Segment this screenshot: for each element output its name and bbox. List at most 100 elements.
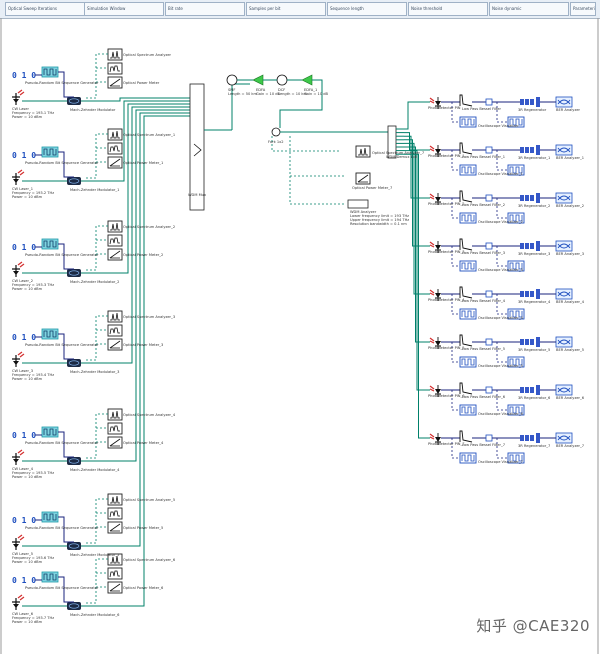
cw-laser-icon[interactable] [12,449,25,465]
optical-spectrum-analyzer-icon[interactable] [107,408,123,421]
cw-laser-icon[interactable] [12,351,25,367]
ber-analyzer-icon[interactable] [555,96,573,108]
optical-time-domain-visualizer-icon[interactable] [107,507,123,520]
low-pass-filter-icon[interactable] [459,142,473,155]
oscilloscope-icon[interactable] [459,404,477,416]
wdm-demux-block[interactable] [387,125,397,159]
optical-power-meter-icon[interactable] [107,76,123,89]
oscilloscope-icon[interactable] [459,452,477,464]
cw-laser-icon[interactable] [12,89,25,105]
oscilloscope-icon[interactable] [459,260,477,272]
low-pass-filter-icon[interactable] [459,286,473,299]
regenerator-input[interactable] [485,338,493,346]
nrz-pulse-generator-icon[interactable] [41,426,59,438]
optical-power-meter-icon[interactable] [107,521,123,534]
photodetector-icon[interactable] [429,145,441,157]
prbs-generator-icon[interactable]: 0 1 0 [12,576,36,585]
oscilloscope-icon[interactable] [507,212,525,224]
regenerator-input[interactable] [485,146,493,154]
optical-time-domain-visualizer-icon[interactable] [107,234,123,247]
prbs-generator-icon[interactable]: 0 1 0 [12,431,36,440]
nrz-pulse-generator-icon[interactable] [41,571,59,583]
ber-analyzer-icon[interactable] [555,288,573,300]
regenerator-input[interactable] [485,98,493,106]
edfa-icon[interactable] [301,74,313,86]
oscilloscope-icon[interactable] [507,116,525,128]
photodetector-icon[interactable] [429,289,441,301]
power-splitter-icon[interactable] [271,127,281,137]
optical-time-domain-visualizer-icon[interactable] [107,324,123,337]
cw-laser-icon[interactable] [12,594,25,610]
3r-regenerator-icon[interactable] [520,241,540,251]
3r-regenerator-icon[interactable] [520,433,540,443]
mach-zehnder-modulator-icon[interactable] [67,359,81,367]
oscilloscope-icon[interactable] [507,356,525,368]
edfa-icon[interactable] [252,74,264,86]
low-pass-filter-icon[interactable] [459,334,473,347]
toolbar-cell[interactable]: Samples per bit [246,2,326,16]
ber-analyzer-icon[interactable] [555,240,573,252]
oscilloscope-icon[interactable] [459,164,477,176]
regenerator-input[interactable] [485,290,493,298]
optical-time-domain-visualizer-icon[interactable] [107,62,123,75]
optical-time-domain-visualizer-icon[interactable] [107,567,123,580]
oscilloscope-icon[interactable] [459,116,477,128]
cw-laser-icon[interactable] [12,534,25,550]
toolbar-cell[interactable]: Noise dynamic [489,2,569,16]
3r-regenerator-icon[interactable] [520,193,540,203]
optical-power-meter-icon[interactable] [107,436,123,449]
optical-power-meter-icon[interactable] [107,581,123,594]
ber-analyzer-icon[interactable] [555,192,573,204]
3r-regenerator-icon[interactable] [520,145,540,155]
oscilloscope-icon[interactable] [507,308,525,320]
mach-zehnder-modulator-icon[interactable] [67,602,81,610]
optical-time-domain-visualizer-icon[interactable] [107,422,123,435]
prbs-generator-icon[interactable]: 0 1 0 [12,151,36,160]
3r-regenerator-icon[interactable] [520,289,540,299]
optical-power-meter-icon[interactable] [355,172,371,185]
nrz-pulse-generator-icon[interactable] [41,511,59,523]
mach-zehnder-modulator-icon[interactable] [67,177,81,185]
optical-power-meter-icon[interactable] [107,338,123,351]
oscilloscope-icon[interactable] [459,308,477,320]
optical-power-meter-icon[interactable] [107,248,123,261]
wdm-mux-block[interactable] [189,83,205,211]
cw-laser-icon[interactable] [12,261,25,277]
low-pass-filter-icon[interactable] [459,94,473,107]
prbs-generator-icon[interactable]: 0 1 0 [12,516,36,525]
photodetector-icon[interactable] [429,97,441,109]
optical-time-domain-visualizer-icon[interactable] [107,142,123,155]
nrz-pulse-generator-icon[interactable] [41,66,59,78]
low-pass-filter-icon[interactable] [459,430,473,443]
fiber-spool-icon[interactable] [226,74,238,86]
optical-spectrum-analyzer-icon[interactable] [107,48,123,61]
3r-regenerator-icon[interactable] [520,97,540,107]
ber-analyzer-icon[interactable] [555,144,573,156]
ber-analyzer-icon[interactable] [555,384,573,396]
nrz-pulse-generator-icon[interactable] [41,238,59,250]
oscilloscope-icon[interactable] [459,356,477,368]
optical-spectrum-analyzer-icon[interactable] [107,220,123,233]
oscilloscope-icon[interactable] [507,164,525,176]
regenerator-input[interactable] [485,434,493,442]
toolbar-cell[interactable]: Optical Sweep Iterations [5,2,85,16]
cw-laser-icon[interactable] [12,169,25,185]
photodetector-icon[interactable] [429,337,441,349]
oscilloscope-icon[interactable] [507,404,525,416]
3r-regenerator-icon[interactable] [520,385,540,395]
regenerator-input[interactable] [485,386,493,394]
photodetector-icon[interactable] [429,193,441,205]
toolbar-cell[interactable]: Sequence length [327,2,407,16]
ber-analyzer-icon[interactable] [555,432,573,444]
optical-spectrum-analyzer-icon[interactable] [107,128,123,141]
optical-spectrum-analyzer-icon[interactable] [355,145,371,158]
photodetector-icon[interactable] [429,385,441,397]
oscilloscope-icon[interactable] [459,212,477,224]
oscilloscope-icon[interactable] [507,260,525,272]
toolbar-cell[interactable]: Bit rate [165,2,245,16]
prbs-generator-icon[interactable]: 0 1 0 [12,333,36,342]
toolbar-cell[interactable]: Parameterized [570,2,596,16]
nrz-pulse-generator-icon[interactable] [41,328,59,340]
optical-spectrum-analyzer-icon[interactable] [107,493,123,506]
optical-power-meter-icon[interactable] [107,156,123,169]
